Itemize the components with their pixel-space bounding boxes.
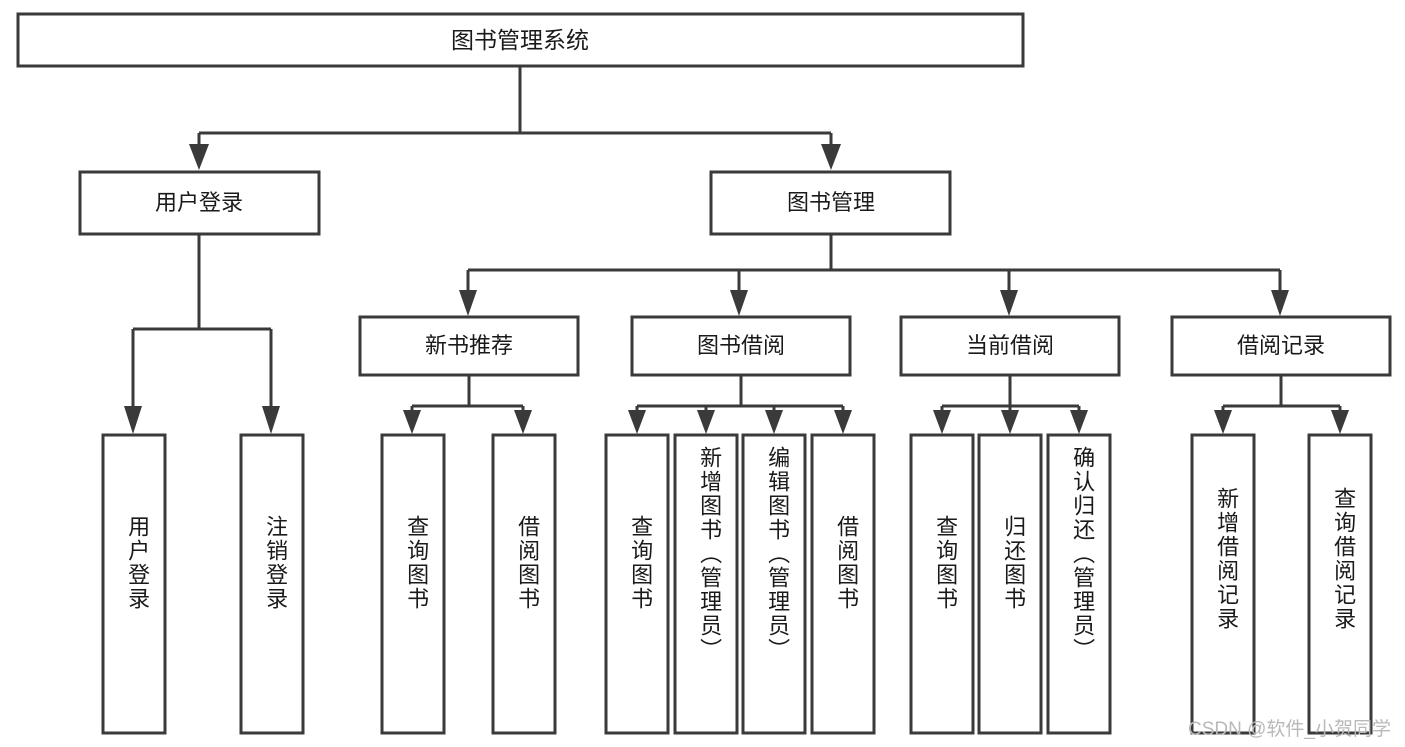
node-current-borrow: 当前借阅	[899, 315, 1121, 377]
node-book-borrow-box	[630, 315, 852, 377]
arrow-head-user-login-1	[124, 406, 142, 434]
node-book-management-box	[709, 170, 952, 236]
leaf-box-logout	[239, 433, 305, 735]
leaf-box-add-record	[1190, 433, 1256, 735]
arrow-head-borrow-2	[697, 410, 715, 434]
arrow-head-level1-1	[189, 144, 209, 170]
node-book-management: 图书管理	[709, 170, 952, 236]
arrow-head-borrow-3	[765, 410, 783, 434]
node-new-book-recommend-box	[358, 315, 580, 377]
leaf-box-query-record	[1307, 433, 1373, 735]
arrow-head-current-1	[933, 410, 951, 434]
arrow-head-current-3	[1070, 410, 1088, 434]
node-root-box	[16, 12, 1025, 68]
node-borrow-record: 借阅记录	[1170, 315, 1392, 377]
node-book-management-label: 图书管理	[787, 190, 875, 215]
arrow-head-recommend-1	[403, 410, 421, 434]
node-current-borrow-label: 当前借阅	[966, 333, 1054, 358]
arrow-head-current-2	[1001, 410, 1019, 434]
leaf-box-user-login	[101, 433, 167, 735]
arrow-head-level2-3	[1000, 290, 1018, 316]
arrow-head-level2-2	[730, 290, 748, 316]
leaf-box-query-book-1	[380, 433, 446, 735]
leaf-box-borrow-book-1	[491, 433, 557, 735]
leaf-box-query-book-2	[604, 433, 670, 735]
node-user-login-label: 用户登录	[155, 190, 243, 215]
node-book-borrow-label: 图书借阅	[697, 333, 785, 358]
node-borrow-record-box	[1170, 315, 1392, 377]
node-book-borrow: 图书借阅	[630, 315, 852, 377]
node-new-book-recommend-label: 新书推荐	[425, 333, 513, 358]
leaf-box-return-book	[977, 433, 1043, 735]
arrow-head-record-2	[1331, 410, 1349, 434]
node-user-login: 用户登录	[78, 170, 321, 236]
leaf-box-add-book	[673, 433, 739, 735]
leaf-box-query-book-3	[909, 433, 975, 735]
leaf-box-borrow-book-2	[810, 433, 876, 735]
arrow-head-level1-2	[821, 144, 841, 170]
arrow-head-recommend-2	[514, 410, 532, 434]
node-current-borrow-box	[899, 315, 1121, 377]
node-root: 图书管理系统	[16, 12, 1025, 68]
arrow-head-user-login-2	[262, 406, 280, 434]
arrow-head-level2-1	[459, 290, 477, 316]
leaf-box-confirm-return	[1046, 433, 1112, 735]
node-new-book-recommend: 新书推荐	[358, 315, 580, 377]
node-root-label: 图书管理系统	[451, 27, 589, 53]
leaf-box-edit-book	[741, 433, 807, 735]
arrow-head-record-1	[1214, 410, 1232, 434]
csdn-watermark: CSDN @软件_小贺同学	[1188, 719, 1391, 740]
arrow-head-borrow-4	[834, 410, 852, 434]
node-borrow-record-label: 借阅记录	[1237, 333, 1325, 358]
arrow-head-borrow-1	[628, 410, 646, 434]
arrow-head-level2-4	[1271, 290, 1289, 316]
